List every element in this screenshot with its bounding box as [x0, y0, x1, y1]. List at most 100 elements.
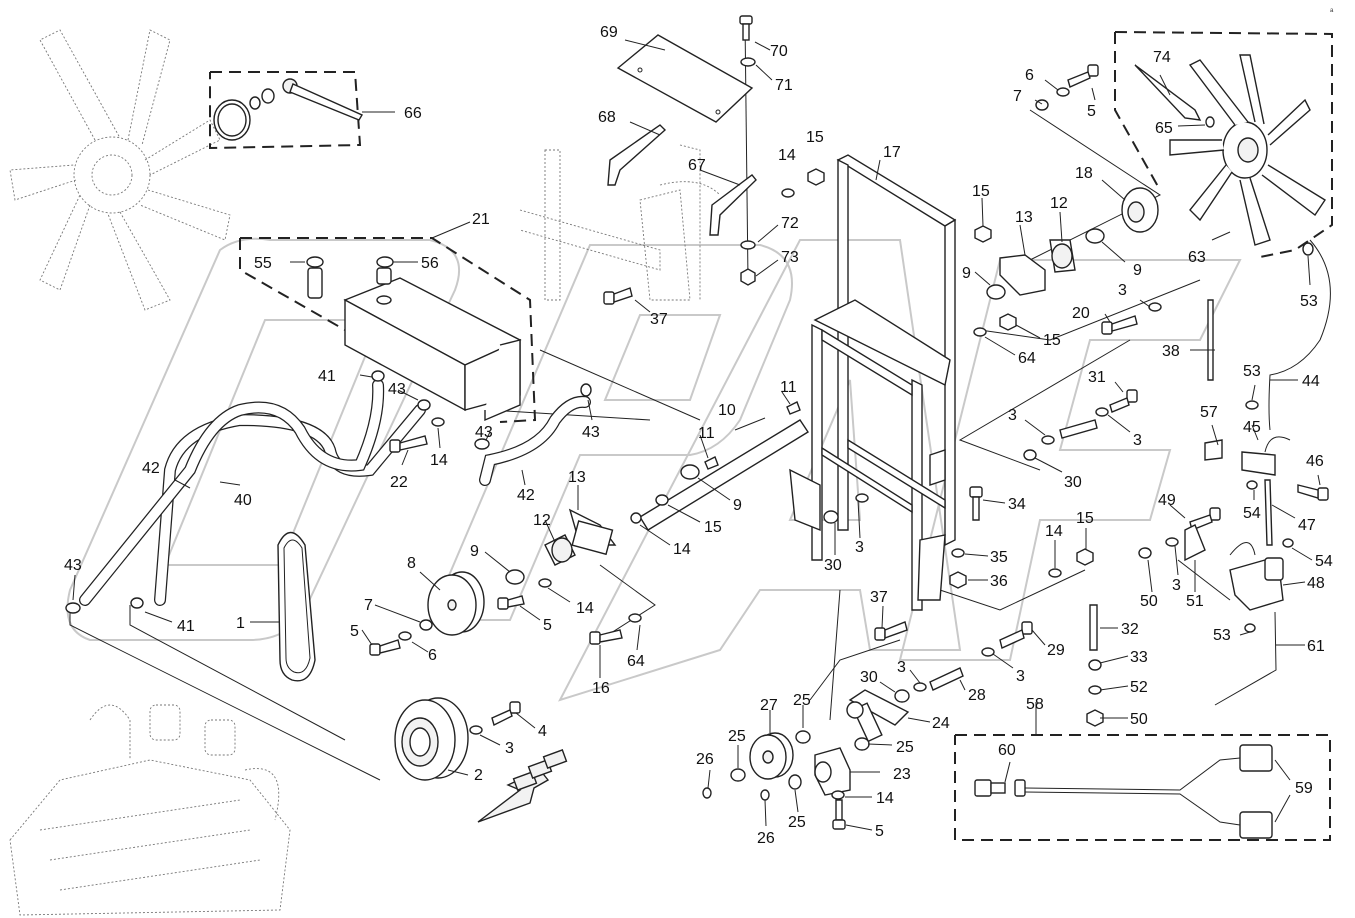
label-30-r: 30 [1064, 474, 1082, 491]
label-67: 67 [688, 157, 706, 174]
washer-14-tank [431, 417, 445, 427]
tensioner-arm [846, 689, 910, 743]
label-56: 56 [421, 255, 439, 272]
label-5-lower: 5 [543, 617, 552, 634]
circlip-26-b [760, 789, 770, 801]
label-16: 16 [592, 680, 610, 697]
pulley-8 [427, 571, 485, 636]
washer-72 [740, 240, 756, 250]
detail-box-58 [954, 734, 1331, 841]
bracket-67 [709, 174, 757, 236]
washer-14-lower [538, 578, 552, 588]
washer-3-frame [855, 493, 869, 503]
label-40: 40 [234, 492, 252, 509]
cable-44 [1268, 239, 1331, 431]
label-9-lower: 9 [470, 543, 479, 560]
stud-3 [1059, 419, 1098, 439]
washer-54-a [1246, 480, 1258, 490]
label-24: 24 [932, 715, 950, 732]
label-58: 58 [1026, 696, 1044, 713]
cap-56 [376, 256, 394, 268]
key-11-bottom [704, 456, 719, 470]
label-36: 36 [990, 573, 1008, 590]
washer-9-lower [505, 569, 525, 585]
label-7-top: 7 [1013, 88, 1022, 105]
label-64-upper: 64 [1018, 350, 1036, 367]
washer-35 [951, 548, 965, 558]
label-46: 46 [1306, 453, 1324, 470]
bracket-51 [1184, 524, 1206, 562]
label-14-top: 14 [778, 147, 796, 164]
label-69: 69 [600, 24, 618, 41]
clamp-43-mid [417, 399, 431, 411]
bearing-12-lower [544, 508, 617, 566]
label-13-upper: 13 [1015, 209, 1033, 226]
label-3-r1: 3 [1008, 407, 1017, 424]
label-20: 20 [1072, 305, 1090, 322]
routing-lines [69, 19, 1231, 781]
bolt-37-bottom [874, 621, 908, 641]
label-15-upper: 15 [972, 183, 990, 200]
detail-box-66 [209, 71, 362, 150]
label-15-mid: 15 [1043, 332, 1061, 349]
label-25-b: 25 [896, 739, 914, 756]
nut-73 [740, 268, 756, 286]
label-53-mid: 53 [1243, 363, 1261, 380]
label-14-r: 14 [1045, 523, 1063, 540]
label-15-top: 15 [806, 129, 824, 146]
label-4: 4 [538, 723, 547, 740]
label-51: 51 [1186, 593, 1204, 610]
label-47: 47 [1298, 517, 1316, 534]
bolt-34 [969, 486, 983, 521]
bearing-12-upper [999, 239, 1076, 296]
label-27: 27 [760, 697, 778, 714]
bolt-37-top [603, 287, 633, 305]
washer-14-top [781, 188, 795, 198]
label-31: 31 [1088, 369, 1106, 386]
spacer-33 [1088, 659, 1102, 671]
label-71: 71 [775, 77, 793, 94]
crank-pulley [394, 697, 469, 781]
label-43-left: 43 [64, 557, 82, 574]
label-6-top: 6 [1025, 67, 1034, 84]
label-64-lower: 64 [627, 653, 645, 670]
engine-fan-ghost [9, 29, 231, 311]
label-8: 8 [407, 555, 416, 572]
label-17: 17 [883, 144, 901, 161]
label-11-top: 11 [780, 379, 797, 396]
label-49: 49 [1158, 492, 1176, 509]
label-6-pulley: 6 [428, 647, 437, 664]
washer-30-frame [823, 510, 839, 524]
label-54-b: 54 [1315, 553, 1333, 570]
washer-3-r4 [913, 682, 927, 692]
label-26-a: 26 [696, 751, 714, 768]
label-63: 63 [1188, 249, 1206, 266]
label-43-right: 43 [582, 424, 600, 441]
label-14-tank: 14 [430, 452, 448, 469]
detail-box-63 [1114, 31, 1333, 259]
plate-57 [1204, 439, 1223, 461]
label-37-top: 37 [650, 311, 668, 328]
label-30-frame: 30 [824, 557, 842, 574]
washer-3-r1 [1095, 407, 1109, 417]
label-48: 48 [1307, 575, 1325, 592]
label-74: 74 [1153, 49, 1171, 66]
label-54-a: 54 [1243, 505, 1261, 522]
label-11-bottom: 11 [698, 425, 715, 442]
shaft-10 [630, 419, 809, 531]
wire-harness [974, 744, 1273, 839]
label-7-pulley: 7 [364, 597, 373, 614]
label-9-upper-right: 9 [1133, 262, 1142, 279]
clamp-43-far [580, 383, 592, 397]
washer-14-bottom [831, 790, 845, 800]
hose-42-right [479, 395, 591, 486]
label-42-left: 42 [142, 460, 160, 477]
label-28: 28 [968, 687, 986, 704]
label-57: 57 [1200, 404, 1218, 421]
washer-54-b [1282, 538, 1294, 548]
bushing-25-d [788, 774, 802, 790]
actuator-48 [1229, 542, 1284, 611]
washer-3-r3 [981, 647, 995, 657]
washer-6-top [1056, 87, 1070, 97]
washer-30-r [1023, 449, 1037, 461]
